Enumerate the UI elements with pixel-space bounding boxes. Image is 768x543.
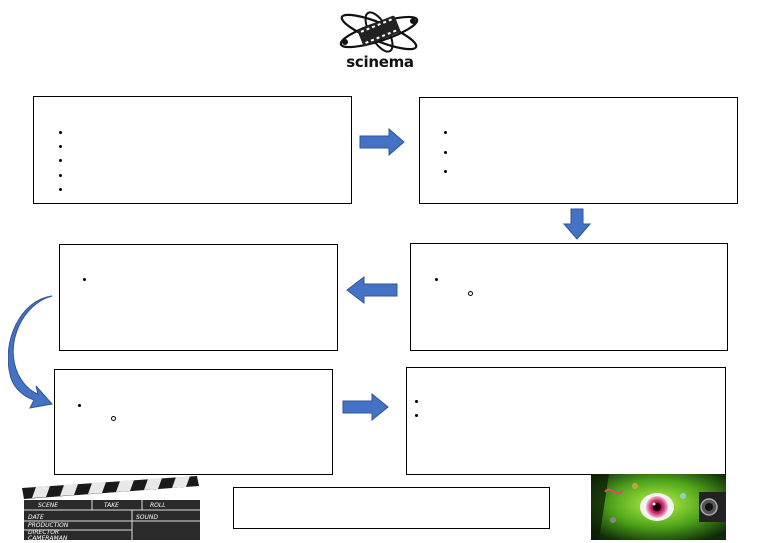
clapper-label: ROLL xyxy=(150,502,166,509)
arrow-right-icon xyxy=(359,128,405,156)
bullet xyxy=(59,131,62,134)
clapper-label: PRODUCTION xyxy=(28,522,69,529)
box-6 xyxy=(406,367,726,475)
curved-arrow-icon xyxy=(8,295,53,409)
bullet xyxy=(59,159,62,162)
bullet xyxy=(444,131,447,134)
arrow-right-icon xyxy=(342,393,389,421)
clapperboard-icon xyxy=(22,476,200,540)
bullet xyxy=(83,278,86,281)
clapper-label: SOUND xyxy=(136,514,159,521)
box-2 xyxy=(419,97,738,204)
bullet xyxy=(59,145,62,148)
logo-wordmark: scinema xyxy=(346,53,414,71)
bullet xyxy=(78,404,81,407)
sub-bullet xyxy=(111,416,116,421)
box-5 xyxy=(54,369,333,475)
bullet xyxy=(415,414,418,417)
scinema-logo-icon xyxy=(339,11,419,53)
bullet xyxy=(444,170,447,173)
bullet xyxy=(415,400,418,403)
bullet xyxy=(435,278,438,281)
science-eye-icon xyxy=(591,474,726,540)
box-3 xyxy=(410,243,728,351)
box-7 xyxy=(233,487,550,529)
arrow-left-icon xyxy=(346,276,398,304)
arrow-down-icon xyxy=(563,208,591,240)
clapper-label: DIRECTOR xyxy=(28,529,60,536)
clapper-label: CAMERAMAN xyxy=(28,535,68,542)
bullet xyxy=(59,174,62,177)
clapper-label: SCENE xyxy=(38,502,59,509)
bullet xyxy=(59,188,62,191)
bullet xyxy=(444,151,447,154)
box-4 xyxy=(59,244,338,351)
clapper-label: DATE xyxy=(28,514,44,521)
clapper-label: TAKE xyxy=(104,502,119,509)
sub-bullet xyxy=(468,291,473,296)
box-1 xyxy=(33,96,352,204)
